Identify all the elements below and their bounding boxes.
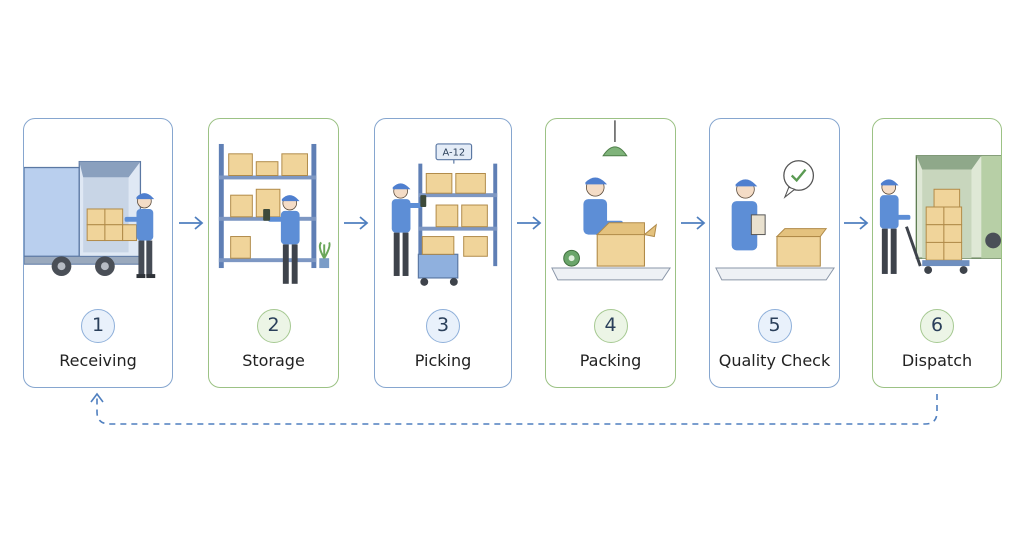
step-label: Storage <box>242 351 305 370</box>
step-number-badge: 2 <box>256 309 291 343</box>
step-label: Dispatch <box>901 351 973 370</box>
step-number-badge: 5 <box>757 309 792 343</box>
step-label: Picking <box>414 351 472 370</box>
step-label: Quality Check <box>718 351 831 370</box>
receiving-illustration <box>24 160 156 279</box>
step-number-badge: 3 <box>426 309 460 343</box>
right-arrow-icon <box>344 216 369 230</box>
checkmark-icon <box>783 160 815 199</box>
step-card-picking: A-12 3 Picking <box>374 118 512 388</box>
step-card-receiving: 1 Receiving <box>23 118 173 388</box>
right-arrow-icon <box>179 216 204 230</box>
shelf-tag-label: A-12 <box>443 148 466 159</box>
step-card-quality-check: 5 Quality Check <box>709 118 840 388</box>
lamp-icon <box>602 120 628 157</box>
step-number-badge: 1 <box>81 309 115 343</box>
step-card-storage: 2 Storage <box>208 118 339 388</box>
right-arrow-icon <box>681 216 706 230</box>
quality-check-illustration <box>715 160 835 281</box>
step-number-badge: 6 <box>920 309 954 343</box>
picking-illustration: A-12 <box>391 143 498 286</box>
right-arrow-icon <box>517 216 542 230</box>
dispatch-illustration <box>879 155 1001 274</box>
right-arrow-icon <box>844 216 869 230</box>
step-number-badge: 4 <box>593 309 628 343</box>
step-card-dispatch: 6 Dispatch <box>872 118 1002 388</box>
step-label: Packing <box>579 351 642 370</box>
shelf-tag <box>435 143 473 161</box>
step-card-packing: 4 Packing <box>545 118 676 388</box>
step-label: Receiving <box>59 351 137 370</box>
packing-illustration <box>551 120 671 281</box>
storage-illustration <box>218 143 331 284</box>
